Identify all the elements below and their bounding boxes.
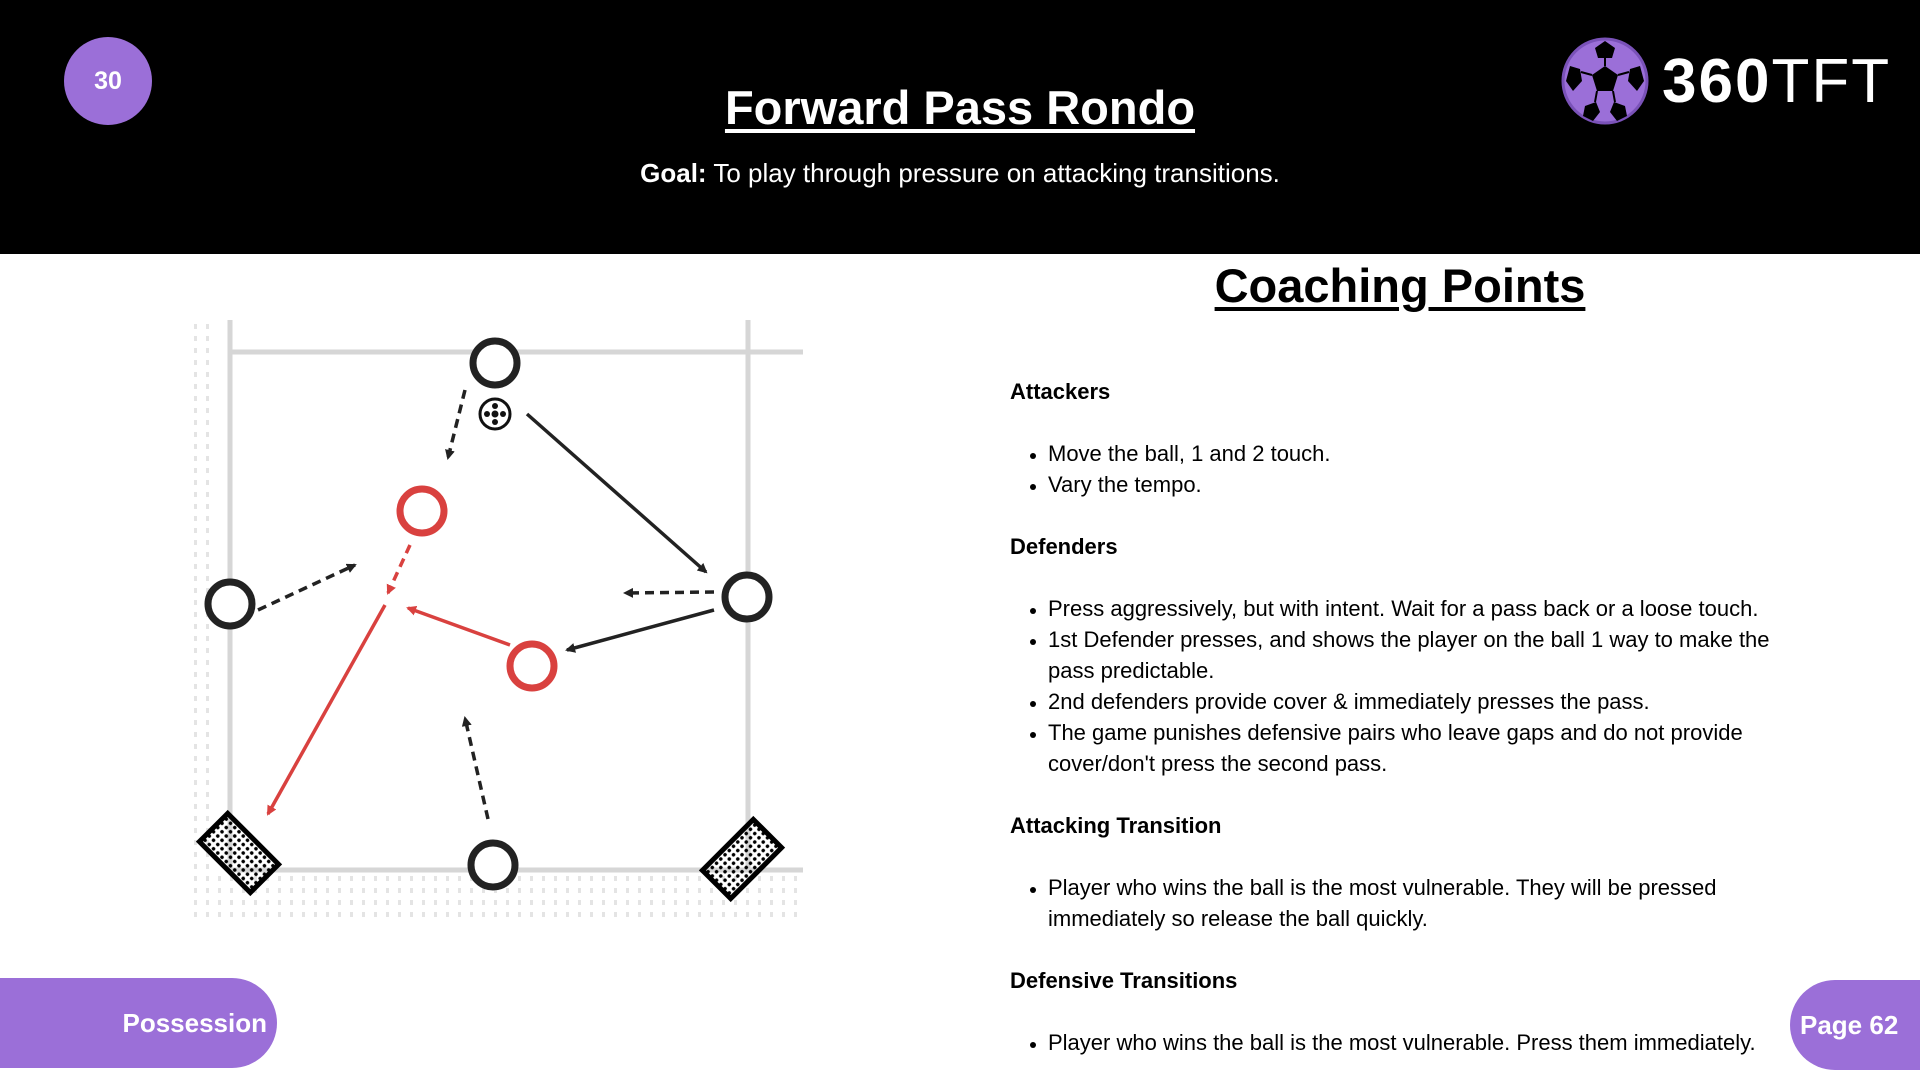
goal-line: Goal: To play through pressure on attack… (0, 158, 1920, 189)
mini-goal-left-icon (195, 809, 283, 897)
defender-pass-arrow (406, 606, 511, 647)
bullet-item: Press aggressively, but with intent. Wai… (1048, 593, 1810, 624)
coaching-points: Attackers Move the ball, 1 and 2 touch. … (1010, 376, 1810, 1089)
soccer-ball-icon (1561, 37, 1649, 125)
attacker-right (721, 571, 773, 623)
page-title: Forward Pass Rondo (724, 81, 1196, 134)
bullet-list-defensive-transitions: Player who wins the ball is the most vul… (1010, 1027, 1810, 1058)
page-number-label: Page 62 (1800, 1009, 1899, 1040)
header-bar: 30 Forward Pass Rondo Goal: To play thro… (0, 0, 1920, 254)
bullet-item: Player who wins the ball is the most vul… (1048, 1027, 1810, 1058)
move-arrow-top-player (445, 389, 467, 460)
bullet-item: Move the ball, 1 and 2 touch. (1048, 438, 1810, 469)
pass-arrow-right-to-defender (565, 608, 715, 653)
bullet-item: Player who wins the ball is the most vul… (1048, 872, 1810, 934)
bullet-list-attackers: Move the ball, 1 and 2 touch. Vary the t… (1010, 438, 1810, 500)
attacker-bottom (467, 839, 519, 891)
attacker-left (204, 578, 256, 630)
defender-move-arrow (386, 544, 412, 595)
ball-icon (478, 397, 512, 431)
page-number-tab: Page 62 (1790, 980, 1920, 1070)
logo-wordmark: 360TFT (1662, 47, 1892, 116)
category-label: Possession (122, 1007, 267, 1038)
brand-logo: 360TFT (1560, 36, 1890, 126)
section-title-attackers: Attackers (1010, 379, 1111, 404)
move-arrow-bottom-player (461, 716, 490, 820)
section-title-defensive-transitions: Defensive Transitions (1010, 968, 1238, 993)
transition-pass-arrow (266, 604, 387, 816)
goal-label: Goal: (640, 158, 707, 188)
section-title-defenders: Defenders (1010, 534, 1118, 559)
bullet-item: The game punishes defensive pairs who le… (1048, 717, 1810, 779)
pass-arrow-top-to-right (525, 412, 708, 574)
bullet-item: 2nd defenders provide cover & immediatel… (1048, 686, 1810, 717)
coaching-points-heading: Coaching Points (1214, 259, 1586, 312)
move-arrow-right-player (623, 587, 715, 598)
bullet-list-attacking-transition: Player who wins the ball is the most vul… (1010, 872, 1810, 934)
section-title-attacking-transition: Attacking Transition (1010, 813, 1222, 838)
category-tab: Possession (0, 978, 277, 1068)
attacker-top (469, 337, 521, 389)
bullet-list-defenders: Press aggressively, but with intent. Wai… (1010, 593, 1810, 779)
defender-bottom (506, 640, 558, 692)
move-arrow-left-player (257, 563, 357, 612)
goal-text: To play through pressure on attacking tr… (706, 158, 1280, 188)
defender-top (396, 485, 448, 537)
mini-goal-right-icon (698, 815, 786, 903)
drill-diagram (188, 320, 803, 920)
drill-number-badge: 30 (64, 37, 152, 125)
bullet-item: 1st Defender presses, and shows the play… (1048, 624, 1810, 686)
bullet-item: Vary the tempo. (1048, 469, 1810, 500)
